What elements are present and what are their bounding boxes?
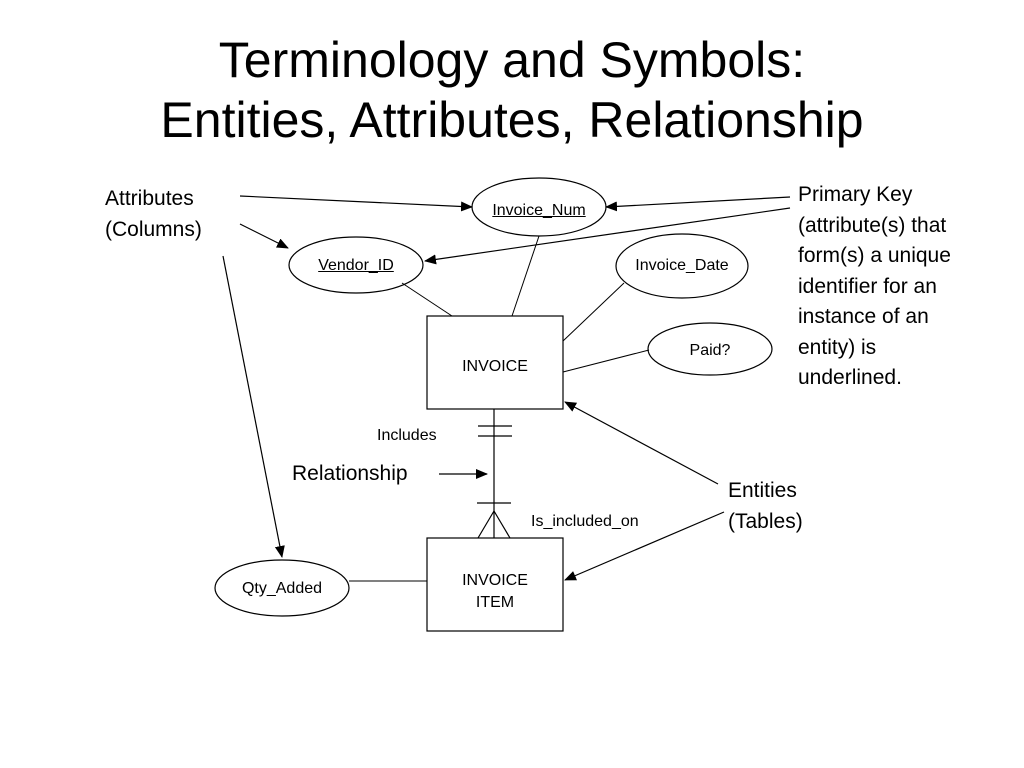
callout-attributes-line-1: Attributes <box>105 187 194 210</box>
connector-vendor-id <box>401 282 453 317</box>
callout-primary-key-line-1: Primary Key <box>798 183 913 206</box>
callout-entities: Entities (Tables) <box>728 476 803 537</box>
attribute-vendor-id-label: Vendor_ID <box>318 257 394 274</box>
callout-primary-key-line-3: form(s) a unique <box>798 244 951 267</box>
connector-invoice-date <box>562 282 625 342</box>
arrow-primary-key-to-invoice-num <box>605 196 791 212</box>
callout-primary-key-line-2: (attribute(s) that <box>798 213 947 237</box>
attribute-qty-added-ellipse <box>214 559 350 617</box>
callout-entities-line-2: (Tables) <box>728 509 803 533</box>
relationship-verb-includes: Includes <box>377 427 437 444</box>
attribute-paid-ellipse <box>647 322 773 376</box>
attribute-invoice-date-ellipse <box>615 233 749 299</box>
connector-invoice-num <box>511 235 540 317</box>
callout-primary-key: Primary Key (attribute(s) that form(s) a… <box>798 180 951 394</box>
entity-invoice-item-label-line-2: ITEM <box>475 594 515 611</box>
callout-primary-key-line-4: identifier for an <box>798 274 937 298</box>
arrow-attributes-to-invoice-num <box>239 195 473 212</box>
arrow-entities-to-invoice <box>564 401 719 485</box>
slide-title: Terminology and Symbols: Entities, Attri… <box>0 30 1024 150</box>
relationship-line <box>477 409 512 539</box>
arrow-attributes-to-vendor-id <box>239 223 289 249</box>
callout-entities-line-1: Entities <box>728 479 797 502</box>
entity-invoice-item-label-line-1: INVOICE <box>462 572 528 589</box>
callout-primary-key-line-5: instance of an <box>798 305 929 328</box>
attribute-vendor-id-ellipse <box>288 236 424 294</box>
arrow-primary-key-to-vendor-id <box>424 207 791 265</box>
entity-invoice-item-box <box>426 537 564 632</box>
arrow-entities-to-invoice-item <box>564 511 725 581</box>
attribute-invoice-date-label: Invoice_Date <box>635 257 729 274</box>
callout-primary-key-line-6: entity) is <box>798 335 877 359</box>
connector-paid <box>562 349 650 373</box>
callout-primary-key-line-7: underlined. <box>798 366 902 389</box>
entity-invoice-item-label: INVOICE ITEM <box>427 570 563 614</box>
attribute-invoice-num-label: Invoice_Num <box>492 202 586 219</box>
relationship-verb-is-included-on: Is_included_on <box>531 513 639 530</box>
callout-relationship: Relationship <box>292 462 408 485</box>
callout-attributes-line-2: (Columns) <box>105 217 202 241</box>
attribute-qty-added-label: Qty_Added <box>241 580 323 597</box>
entity-invoice-box <box>426 315 564 410</box>
entity-invoice-label: INVOICE <box>462 358 528 375</box>
slide-title-line-1: Terminology and Symbols: <box>218 32 806 88</box>
callout-attributes: Attributes (Columns) <box>105 184 202 245</box>
attribute-paid-label: Paid? <box>689 342 731 359</box>
slide-title-line-2: Entities, Attributes, Relationship <box>160 92 864 148</box>
arrow-attributes-to-qty-added <box>222 255 285 558</box>
